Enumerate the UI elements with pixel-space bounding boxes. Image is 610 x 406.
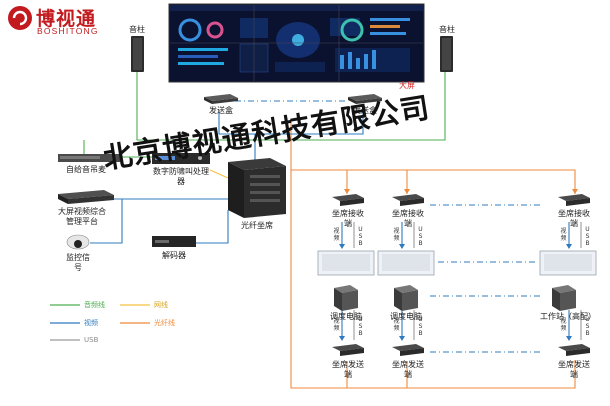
decoder-icon [152, 236, 196, 247]
video-label-rx1: 视频 [333, 228, 340, 242]
workstation-links [341, 222, 582, 340]
decoder-label: 解码器 [162, 251, 186, 260]
fiber-matrix-label: 光纤坐席 [241, 221, 273, 230]
usb-label-rx3: USB [585, 226, 590, 247]
bigscreen-controller-icon [58, 190, 114, 204]
arrow-heads [339, 189, 578, 341]
receiver-1-label: 坐席接收端 [332, 209, 364, 228]
connection-lines [83, 72, 582, 389]
brand-logo: 博视通 BOSHITONG [6, 4, 126, 40]
legend-audio-label: 音频线 [84, 301, 105, 309]
camera-label: 监控信号 [66, 253, 90, 272]
video-wall [168, 3, 425, 83]
usb-label-rx1: USB [358, 226, 363, 247]
camera-icon [66, 234, 90, 250]
video-line-decoder [196, 210, 229, 244]
bottom-sender-icons [332, 344, 590, 356]
usb-label-tx3: USB [585, 316, 590, 337]
speaker-right-label: 音柱 [439, 25, 455, 34]
usb-label-tx1: USB [358, 316, 363, 337]
audio-processor-label: 数字防啸叫处理器 [153, 167, 209, 186]
fiber-line-top [291, 169, 576, 194]
receiver-2-label: 坐席接收端 [392, 209, 424, 228]
audio-processor-icon [152, 153, 210, 164]
sender-bottom-2-label: 坐席发送端 [392, 360, 424, 379]
computer-3-label: 工作站（高配） [540, 312, 596, 321]
monitor-icons [317, 250, 597, 276]
video-line-camera [90, 199, 123, 244]
sender-bottom-1-label: 坐席发送端 [332, 360, 364, 379]
sender-box-top-right-icon [348, 94, 382, 104]
sender-top-right-label: 发送盒 [353, 106, 377, 115]
sender-bottom-3-label: 坐席发送端 [558, 360, 590, 379]
video-label-rx2: 视频 [393, 228, 400, 242]
legend-swatches [50, 304, 150, 341]
fiber-line-bottom [290, 120, 576, 389]
receiver-3-label: 坐席接收端 [558, 209, 590, 228]
video-label-tx1: 视频 [333, 318, 340, 332]
computer-2-label: 调度电脑 [390, 312, 422, 321]
brand-name-en: BOSHITONG [37, 26, 99, 36]
fiber-matrix-chassis-icon [228, 158, 286, 218]
video-label-tx2: 视频 [393, 318, 400, 332]
computer-icons [334, 285, 576, 311]
brand-name-cn: 博视通 [36, 8, 97, 30]
legend-video-label: 视频 [84, 319, 98, 327]
video-label-rx3: 视频 [560, 228, 567, 242]
computer-1-label: 调度电脑 [330, 312, 362, 321]
legend-usb-label: USB [84, 336, 99, 344]
mixer-label: 自给音吊麦 [66, 165, 106, 174]
speaker-right-icon [440, 36, 453, 72]
video-label-tx3: 视频 [560, 318, 567, 332]
speaker-left-label: 音柱 [129, 25, 145, 34]
bigscreen-controller-label: 大屏视频综合管理平台 [58, 207, 106, 226]
speaker-left-icon [131, 36, 144, 72]
usb-label-rx2: USB [418, 226, 423, 247]
video-line-senders-to-fiber [218, 110, 256, 160]
network-line-matrix [209, 169, 229, 179]
legend-fiber-label: 光纤线 [154, 319, 175, 327]
usb-label-tx2: USB [418, 316, 423, 337]
brand-logo-icon [8, 6, 32, 30]
sender-box-top-left-icon [204, 94, 238, 104]
video-wall-label: 大屏 [399, 81, 415, 90]
video-line-senders-to-fiber-2 [255, 110, 364, 135]
receiver-icons [332, 194, 590, 206]
sender-top-left-label: 发送盒 [209, 106, 233, 115]
legend-network-label: 网线 [154, 301, 168, 309]
mixer-icon [58, 154, 120, 162]
